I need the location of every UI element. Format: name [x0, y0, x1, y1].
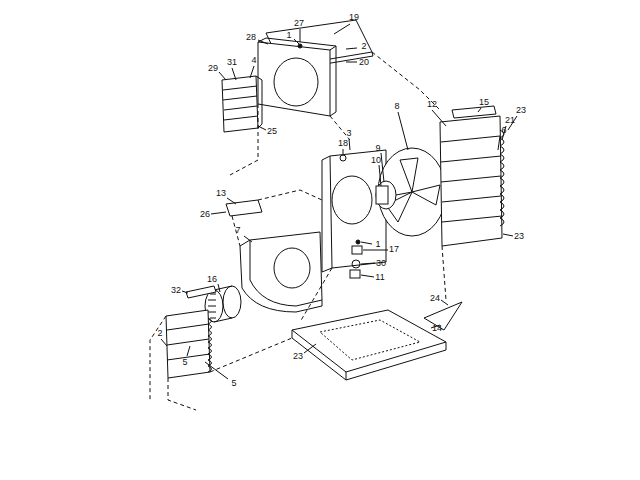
callout-number: 10 [370, 155, 382, 165]
callout-number: 1 [374, 239, 381, 249]
callout-number: 31 [226, 57, 238, 67]
callout-number: 20 [358, 57, 370, 67]
callout-number: 8 [393, 101, 400, 111]
callout-number: 15 [478, 97, 490, 107]
callout-number: 21 [504, 115, 516, 125]
callout-number: 5 [230, 378, 237, 388]
callout-number: 13 [215, 188, 227, 198]
callout-number: 23 [292, 351, 304, 361]
callout-number: 9 [374, 143, 381, 153]
callout-number: 25 [266, 126, 278, 136]
callout-number: 5 [181, 357, 188, 367]
callout-number: 24 [429, 293, 441, 303]
callout-number: 1 [285, 30, 292, 40]
callout-number: 14 [431, 323, 443, 333]
callout-number: 32 [170, 285, 182, 295]
callout-number: 2 [360, 41, 367, 51]
callout-number: 11 [374, 272, 385, 282]
callout-number: 7 [234, 225, 241, 235]
callout-number: 16 [206, 274, 218, 284]
callout-number: 30 [375, 258, 387, 268]
callout-number: 28 [245, 32, 257, 42]
callout-number: 23 [515, 105, 527, 115]
callout-number: 18 [337, 138, 349, 148]
callout-number: 29 [207, 63, 219, 73]
callout-number: 26 [199, 209, 211, 219]
callout-number: 23 [513, 231, 525, 241]
callout-number: 17 [388, 244, 400, 254]
callout-number: 2 [156, 328, 163, 338]
callout-number: 4 [250, 55, 257, 65]
callout-number: 12 [426, 99, 438, 109]
callout-number: 6 [500, 125, 507, 135]
callout-number: 19 [348, 12, 360, 22]
callout-number: 3 [345, 128, 352, 138]
callout-number: 27 [293, 18, 305, 28]
